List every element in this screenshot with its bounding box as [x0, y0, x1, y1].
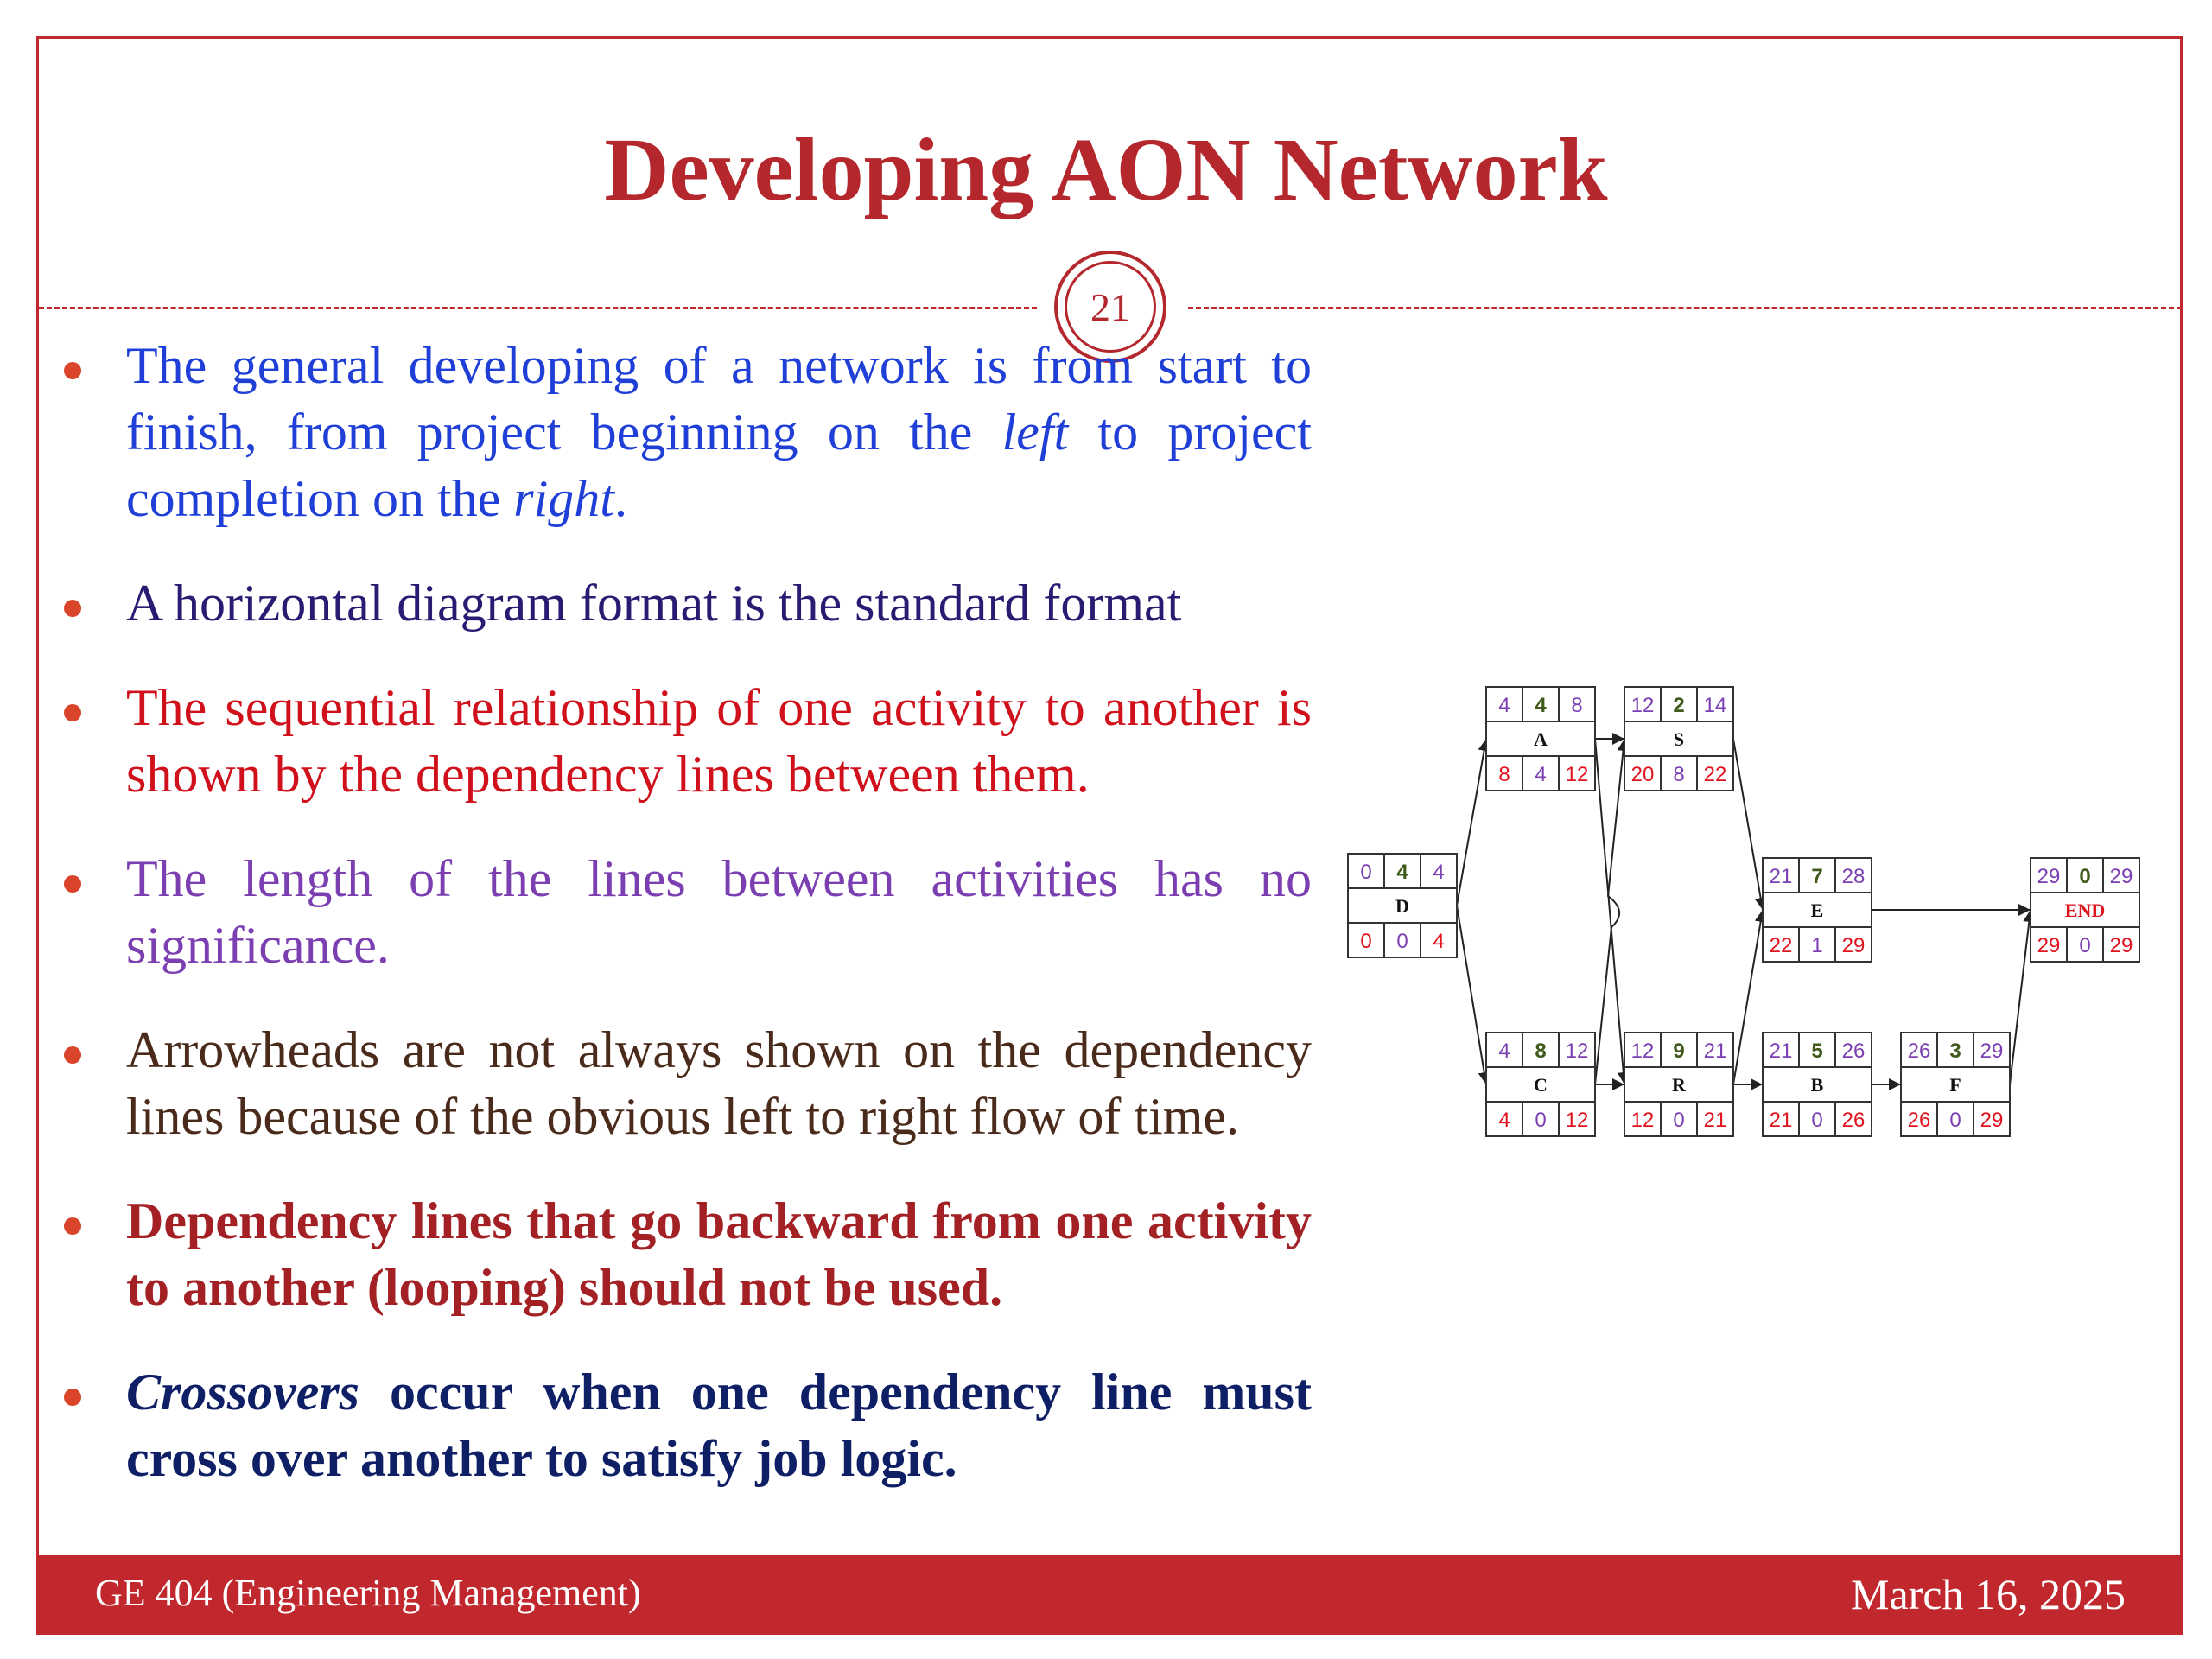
- bullet-text: left: [1001, 404, 1069, 461]
- footer-date: March 16, 2025: [1851, 1570, 2126, 1618]
- bullet-item: Crossovers occur when one dependency lin…: [59, 1359, 1312, 1492]
- bullet-text: right: [513, 470, 614, 527]
- bullet-item: The general developing of a network is f…: [59, 333, 1312, 532]
- bullet-text: .: [613, 470, 627, 527]
- bullet-text: Arrowheads are not always shown on the d…: [126, 1021, 1312, 1145]
- bullet-dot-icon: [64, 1217, 81, 1235]
- bullet-dot-icon: [64, 1389, 81, 1406]
- bullet-dot-icon: [64, 362, 81, 379]
- bullet-item: The sequential relationship of one activ…: [59, 675, 1312, 808]
- footer-bar: [36, 1555, 2183, 1635]
- slide-title: Developing AON Network: [604, 120, 1608, 219]
- bullet-text: The length of the lines between activiti…: [126, 850, 1312, 974]
- title-divider-right: [1188, 307, 2182, 309]
- bullet-text: Crossovers: [126, 1363, 360, 1421]
- bullet-list: The general developing of a network is f…: [59, 333, 1312, 1492]
- bullet-text: The sequential relationship of one activ…: [126, 679, 1312, 803]
- bullet-text: to project completion on the: [126, 404, 1312, 527]
- bullet-text: Dependency lines that go backward from o…: [126, 1192, 1312, 1316]
- bullet-item: Dependency lines that go backward from o…: [59, 1188, 1312, 1321]
- bullet-dot-icon: [64, 600, 81, 617]
- bullet-text: occur when one dependency line must cros…: [126, 1363, 1312, 1487]
- bullet-item: The length of the lines between activiti…: [59, 846, 1312, 979]
- bullet-text: A horizontal diagram format is the stand…: [126, 575, 1182, 632]
- bullet-item: A horizontal diagram format is the stand…: [59, 570, 1312, 637]
- bullet-dot-icon: [64, 875, 81, 893]
- title-divider-left: [39, 307, 1037, 309]
- footer-course: GE 404 (Engineering Management): [95, 1572, 641, 1614]
- page-number: 21: [1065, 261, 1156, 353]
- bullet-item: Arrowheads are not always shown on the d…: [59, 1017, 1312, 1150]
- bullet-dot-icon: [64, 704, 81, 721]
- bullet-text: The general developing of a network is f…: [126, 337, 1312, 461]
- bullet-dot-icon: [64, 1046, 81, 1064]
- page-number-badge: 21: [1054, 251, 1166, 363]
